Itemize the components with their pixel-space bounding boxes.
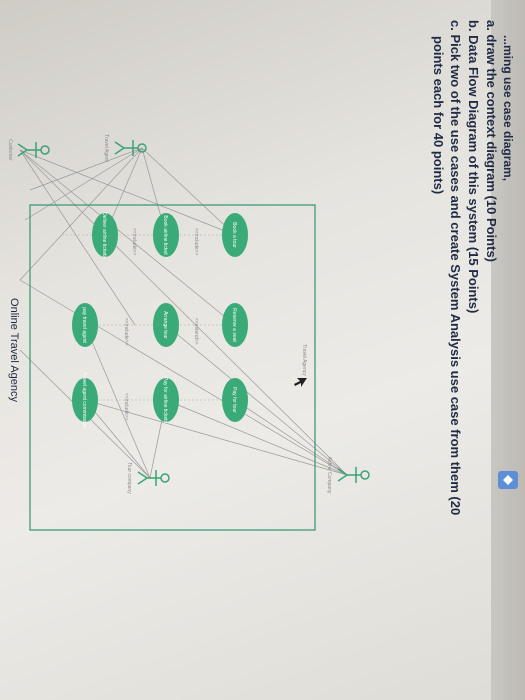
use-case-label: pay travel agent [81,307,87,343]
actor-travel-agent[interactable] [114,140,147,156]
system-boundary [29,204,316,531]
use-case-book-airline[interactable]: Book airline ticket [153,213,179,257]
relation-label: <<include>> [123,318,129,346]
dependency-lines [63,234,222,401]
actor-label: Airline Company [326,457,332,494]
mouse-cursor-icon [294,378,307,387]
relation-label: <<include>> [193,228,199,256]
association-lines [19,147,348,479]
use-case-label: Arrange tour [162,311,168,339]
relation-label: <<include>> [131,228,137,256]
use-case-label: Pay for airline tickets [162,377,168,424]
monitor-bezel [491,0,525,700]
use-case-agent-commission[interactable]: Travel agent commission [72,372,98,428]
use-case-arrange-tour[interactable]: Arrange tour [153,303,179,347]
use-case-pay-airline[interactable]: Pay for airline tickets [153,377,179,424]
use-case-book-tour[interactable]: Book a tour [222,213,248,257]
use-case-label: Pay for tour [231,387,237,413]
use-case-label: Book airline ticket [162,215,168,255]
use-case-reserve-seat[interactable]: Reserve a seat [222,303,248,347]
actor-customer[interactable] [17,142,50,158]
use-case-pay-agent[interactable]: pay travel agent [72,303,98,347]
relation-label: <<extend>> [193,318,199,345]
use-case-deliver-airline[interactable]: Deliver airline tickets [92,212,118,258]
use-case-label: Reserve a seat [231,308,237,342]
actor-airline-company[interactable] [337,467,370,483]
diagram-caption: Online Travel Agency [8,298,20,402]
relation-label: <<include>> [123,393,129,421]
use-case-label: Book a tour [231,222,237,248]
use-case-label: Travel agent commission [81,372,87,428]
use-case-pay-for-tour[interactable]: Pay for tour [222,378,248,422]
actor-tour-company[interactable] [137,470,170,486]
window-control-icon[interactable] [497,470,519,490]
actor-label: Travel Agent [103,134,109,162]
actor-label: Customer [7,139,13,161]
system-label: Travel Agency [301,344,307,376]
actor-label: Tour company [126,462,132,494]
use-case-label: Deliver airline tickets [101,212,107,258]
